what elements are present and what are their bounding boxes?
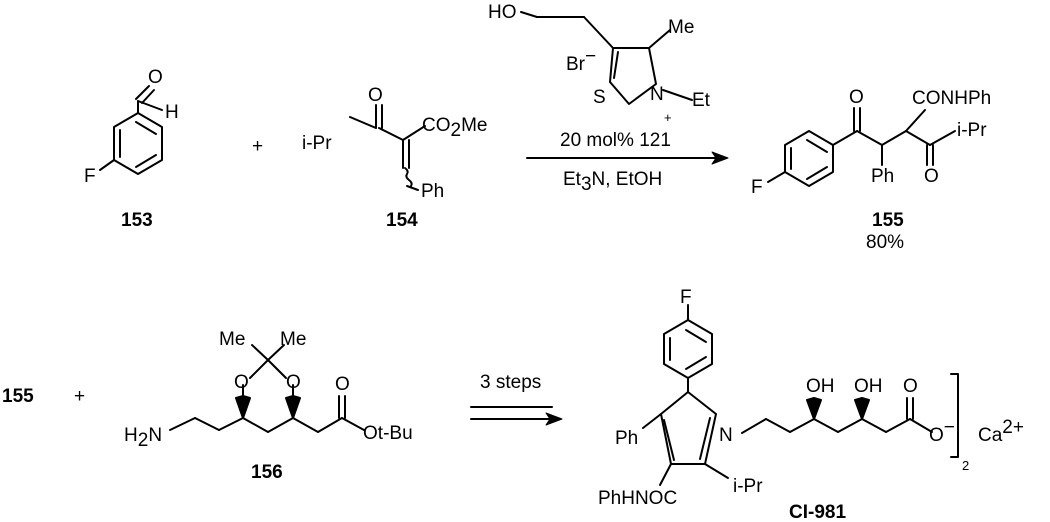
conditions-steps: 3 steps bbox=[480, 372, 541, 393]
methyl-2: Me bbox=[280, 329, 306, 350]
conditions-catalyst-loading: 20 mol% 121 bbox=[560, 130, 671, 151]
conditions-base-solvent: Et3N, EtOH bbox=[563, 169, 662, 195]
atom-HO: HO bbox=[488, 2, 517, 23]
compound-154: O i-Pr CO2Me Ph 154 bbox=[302, 85, 487, 231]
plus-sign-1: + bbox=[252, 136, 263, 157]
atom-N: N bbox=[719, 425, 733, 446]
substituent-iPr: i-Pr bbox=[733, 476, 763, 497]
atom-O: O bbox=[849, 87, 864, 108]
hydroxyl-2: OH bbox=[854, 376, 883, 397]
substituent-H2N: H2N bbox=[124, 425, 162, 451]
atom-S: S bbox=[593, 87, 606, 108]
atom-F: F bbox=[751, 177, 763, 198]
substituent-PhHNOC: PhHNOC bbox=[598, 488, 677, 509]
atom-O: O bbox=[368, 85, 383, 106]
compound-155: O CONHPh i-Pr Ph O F 155 80% bbox=[751, 87, 991, 253]
thiazolium-ring bbox=[609, 47, 657, 105]
atom-Me: Me bbox=[668, 17, 694, 38]
atom-N: N bbox=[650, 84, 664, 105]
compound-label-155: 155 bbox=[872, 210, 904, 231]
reaction-arrow-1 bbox=[526, 151, 729, 165]
hydroxyl-1: OH bbox=[806, 376, 835, 397]
compound-label-154: 154 bbox=[386, 210, 418, 231]
counterion-Ca: Ca2+ bbox=[978, 417, 1024, 446]
substituent-Ph: Ph bbox=[421, 181, 444, 202]
atom-O: O bbox=[148, 67, 163, 88]
fluorophenyl-ring bbox=[663, 319, 713, 379]
reaction-arrow-2 bbox=[470, 406, 563, 426]
substituent-iPr: i-Pr bbox=[302, 133, 332, 154]
benzene-ring bbox=[113, 112, 163, 175]
compound-156: Me Me O O O H2N Ot-Bu 156 bbox=[124, 329, 413, 483]
charge-plus: + bbox=[664, 110, 672, 125]
counterion-Br: Br− bbox=[566, 46, 596, 75]
methyl-1: Me bbox=[219, 329, 245, 350]
atom-O-carbonyl: O bbox=[903, 376, 918, 397]
compound-153: O H F 153 bbox=[84, 67, 179, 231]
atom-O-carbonyl: O bbox=[335, 374, 350, 395]
pyrrole-ring bbox=[660, 391, 717, 465]
substituent-CONHPh: CONHPh bbox=[912, 88, 991, 109]
atom-H: H bbox=[165, 102, 179, 123]
bracket bbox=[950, 373, 959, 458]
atom-O-ring-2: O bbox=[286, 372, 301, 393]
substituent-Ph: Ph bbox=[615, 428, 638, 449]
compound-label-155-reactant: 155 bbox=[2, 386, 34, 407]
bracket-subscript: 2 bbox=[962, 458, 969, 473]
catalyst-121: HO Me Br− S N Et + bbox=[488, 2, 711, 125]
compound-label-153: 153 bbox=[121, 210, 153, 231]
substituent-Ph: Ph bbox=[871, 166, 894, 187]
atom-Et: Et bbox=[692, 90, 711, 111]
atom-F: F bbox=[680, 287, 692, 308]
substituent-OtBu: Ot-Bu bbox=[363, 423, 413, 444]
compound-label-156: 156 bbox=[251, 462, 283, 483]
atom-O-ring-1: O bbox=[234, 372, 249, 393]
yield-155: 80% bbox=[866, 232, 904, 253]
atom-F: F bbox=[84, 166, 96, 187]
compound-label-CI-981: CI-981 bbox=[789, 502, 846, 522]
atom-O: O bbox=[924, 166, 939, 187]
plus-sign-2: + bbox=[74, 386, 85, 407]
substituent-iPr: i-Pr bbox=[957, 120, 987, 141]
substituent-CO2Me: CO2Me bbox=[422, 115, 487, 141]
compound-CI-981: F Ph N OH OH O O− 2 Ca2+ PhHNOC i-Pr CI-… bbox=[598, 287, 1024, 522]
carboxylate-O: O− bbox=[929, 417, 955, 446]
